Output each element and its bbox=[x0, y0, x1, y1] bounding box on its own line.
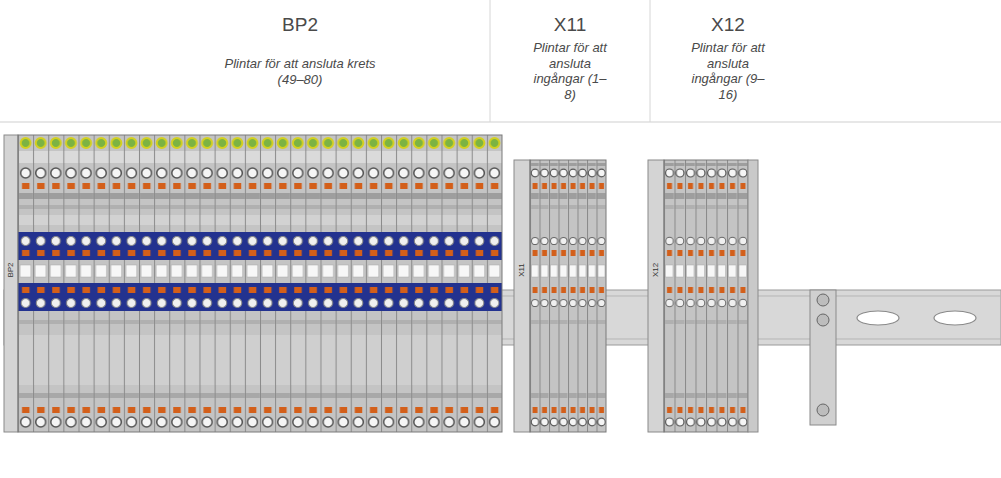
block-title: X11 bbox=[554, 14, 586, 37]
terminal-block bbox=[18, 135, 502, 432]
terminal-block bbox=[530, 160, 606, 432]
screw bbox=[817, 404, 829, 416]
block-description: Plintar för att ansluta ingångar (1–8) bbox=[530, 40, 610, 102]
block-description: Plintar för att ansluta krets (49–80) bbox=[220, 56, 380, 87]
column-rule bbox=[490, 0, 491, 122]
block-title: X12 bbox=[711, 14, 745, 37]
end-plate bbox=[514, 160, 530, 432]
block-tag: X11 bbox=[518, 263, 526, 277]
block-title: BP2 bbox=[282, 14, 318, 37]
rail-hole bbox=[857, 311, 899, 325]
screw bbox=[817, 314, 829, 326]
block-tag: X12 bbox=[652, 263, 660, 277]
screw bbox=[817, 294, 829, 306]
block-description: Plintar för att ansluta ingångar (9–16) bbox=[688, 40, 768, 102]
end-plate bbox=[748, 160, 758, 432]
block-tag: BP2 bbox=[7, 262, 15, 277]
end-plate bbox=[4, 135, 18, 432]
rail-hole bbox=[934, 311, 976, 325]
end-stop bbox=[810, 290, 836, 425]
end-plate bbox=[648, 160, 664, 432]
header-rule bbox=[0, 122, 1001, 123]
terminal-block bbox=[664, 160, 748, 432]
column-rule bbox=[650, 0, 651, 122]
